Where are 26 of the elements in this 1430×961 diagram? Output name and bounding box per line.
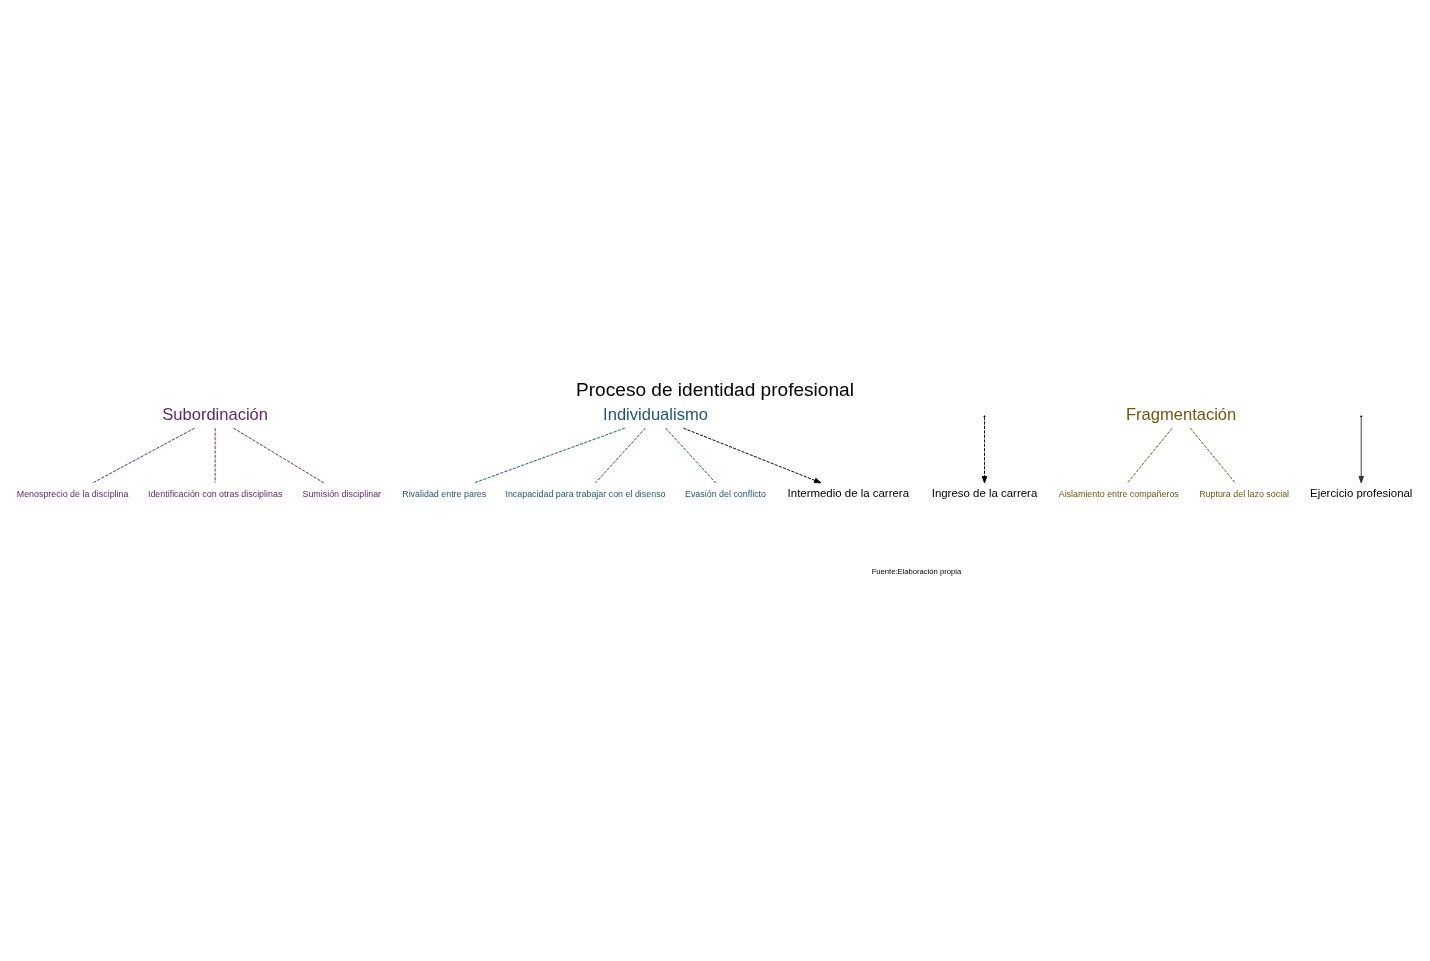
node-text: Incapacidad para trabajar con el disenso (505, 488, 666, 499)
node-text: Ejercicio profesional (1310, 486, 1413, 499)
node-text: Fragmentación (1126, 404, 1237, 424)
node-text: Ruptura del lazo social (1199, 488, 1290, 499)
node-text: Ingreso de la carrera (931, 486, 1038, 499)
arrow (683, 427, 822, 483)
node-text: Sumisión disciplinar (302, 488, 382, 499)
node-text: Intermedio de la carrera (787, 486, 910, 499)
node-text: Identificación con otras disciplinas (147, 488, 283, 499)
arrow (1358, 416, 1364, 483)
connector (1189, 427, 1236, 483)
connector (214, 427, 216, 483)
node-text: Aislamiento entre compañeros (1058, 488, 1179, 499)
connector (595, 427, 646, 483)
arrow (981, 416, 988, 483)
connector (665, 427, 716, 483)
connector (1127, 427, 1173, 483)
connector (92, 427, 195, 483)
node-text: Evasión del conflicto (684, 488, 767, 499)
node-text: Rivalidad entre pares (402, 488, 487, 499)
diagram-title: Proceso de identidad profesional (576, 378, 854, 400)
connector (473, 427, 626, 483)
node-text: Menosprecio de la disciplina (16, 488, 129, 499)
connector (233, 427, 325, 483)
node-text: Subordinación (162, 404, 268, 424)
node-text: Individualismo (603, 404, 708, 424)
